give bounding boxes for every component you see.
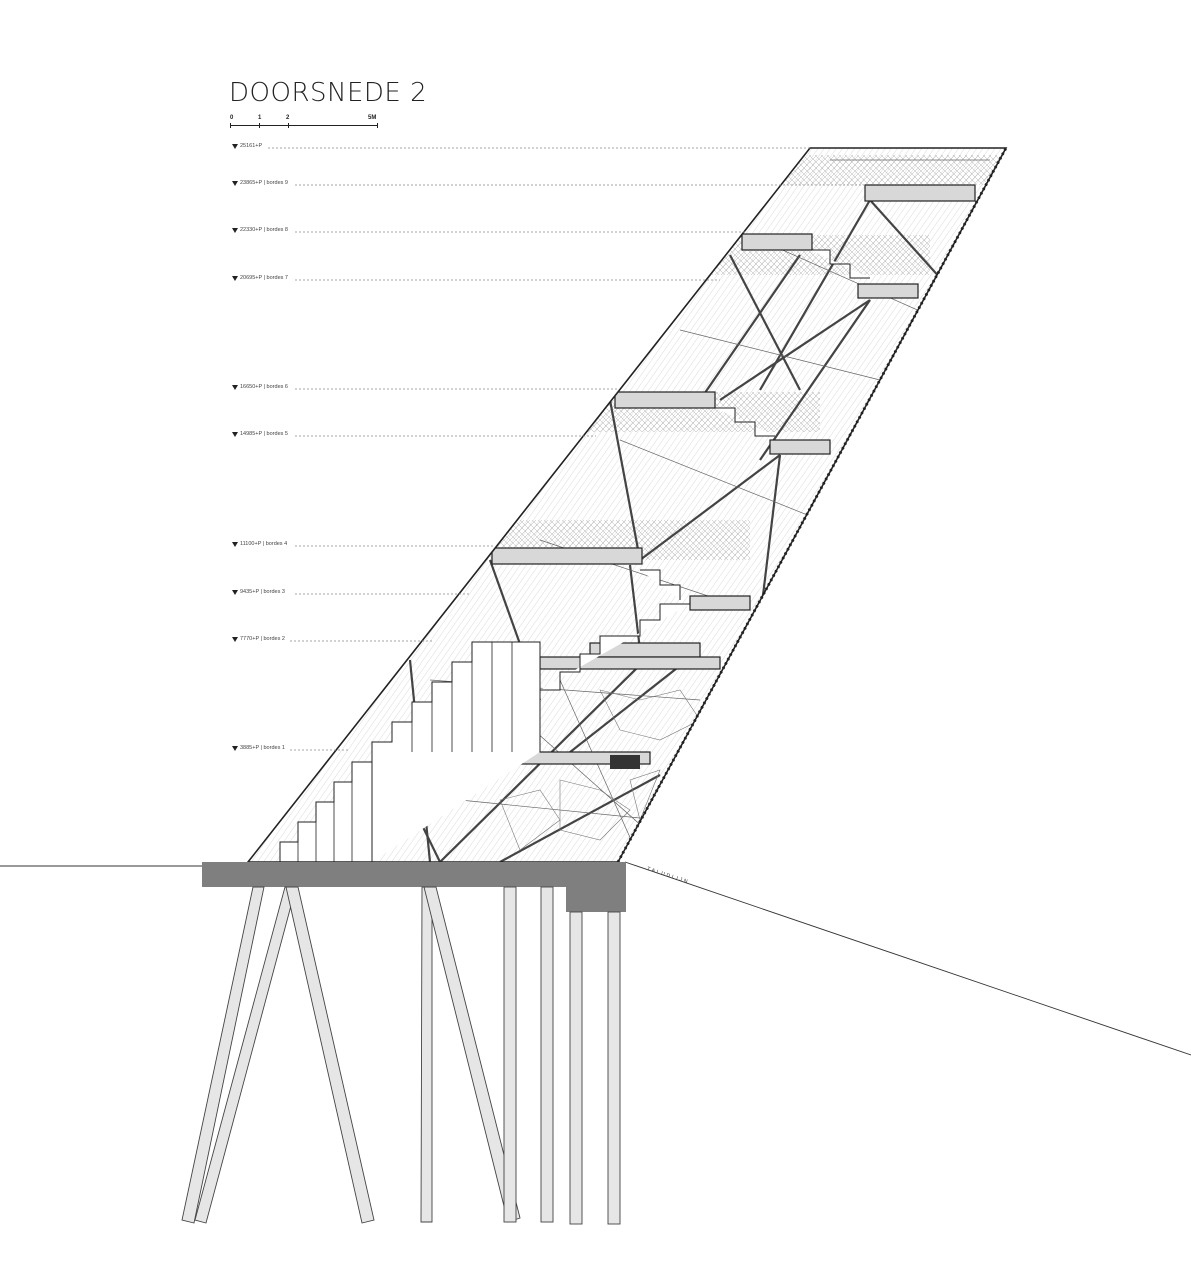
- scale-line: [230, 125, 378, 126]
- scale-label-1: 1: [258, 115, 262, 121]
- scale-tick: [377, 123, 378, 128]
- slope-line: [624, 861, 1191, 1056]
- scale-label-5m: 5M: [368, 115, 377, 121]
- scale-tick: [230, 123, 231, 128]
- tower: [248, 148, 1006, 862]
- drawing-title: DOORSNEDE 2: [229, 78, 428, 108]
- scale-tick: [288, 123, 289, 128]
- scale-bar: 0 1 2 5M: [230, 115, 380, 129]
- scale-label-2: 2: [286, 115, 290, 121]
- piles: [181, 886, 621, 1225]
- scale-tick: [259, 123, 260, 128]
- foundation: [202, 862, 626, 912]
- scale-label-0: 0: [230, 115, 234, 121]
